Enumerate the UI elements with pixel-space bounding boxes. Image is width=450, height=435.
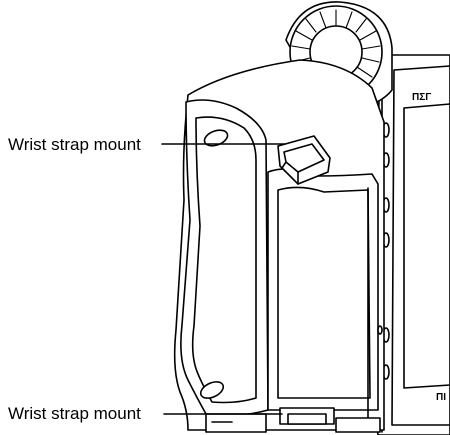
display-screen — [403, 103, 450, 389]
grip-hole-bottom — [199, 381, 225, 399]
device-mark-upper: ΠΣΓ — [412, 92, 431, 103]
grip-inner-edge — [191, 116, 257, 404]
front-panel-inner — [277, 186, 371, 399]
bottom-strap-mount — [279, 407, 335, 425]
base-foot-right — [335, 417, 381, 433]
top-strap-mount — [277, 135, 331, 185]
callout-label-top: Wrist strap mount — [8, 135, 141, 154]
front-detail — [377, 325, 383, 335]
device-mark-lower: ΠΙ — [436, 392, 446, 403]
base-foot-left — [205, 413, 267, 433]
callout-label-bottom: Wrist strap mount — [8, 404, 141, 423]
